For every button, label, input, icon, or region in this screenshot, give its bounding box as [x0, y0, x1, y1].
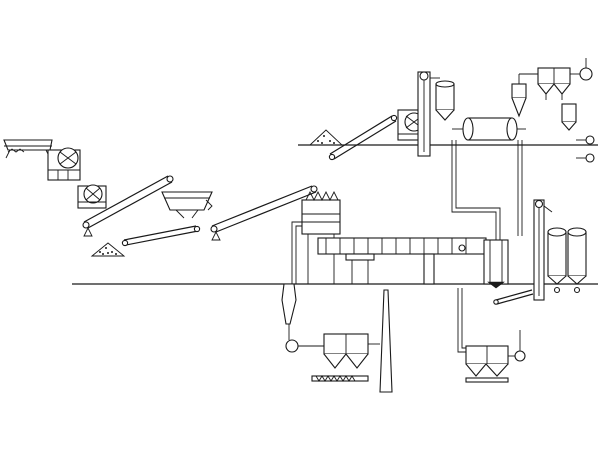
feeder-icon — [3, 139, 53, 159]
rotary-kiln-icon — [317, 237, 487, 285]
screw-conveyor-icon — [311, 375, 369, 382]
vibrating-screen-icon — [161, 191, 213, 219]
storage-silo-icon — [567, 227, 587, 294]
jaw-crusher-icon — [47, 147, 81, 181]
belt-conveyor-icon — [121, 225, 201, 247]
fan-icon — [570, 58, 593, 81]
fan-icon — [576, 135, 595, 163]
belt-conveyor-icon — [210, 185, 318, 241]
storage-silo-icon — [547, 227, 567, 294]
belt-conveyor-icon — [82, 175, 174, 237]
connecting-pipes — [451, 140, 523, 240]
material-pile-icon — [90, 242, 126, 257]
ball-mill-icon — [452, 117, 526, 141]
storage-bin-icon — [561, 103, 577, 131]
fan-icon — [285, 339, 324, 353]
dust-collector-icon — [519, 67, 571, 100]
pipe-to-dust-collector — [457, 288, 466, 353]
jaw-crusher-icon — [77, 184, 107, 209]
bucket-elevator-icon — [533, 199, 553, 301]
bucket-elevator-icon — [417, 71, 440, 157]
material-pile-icon — [308, 129, 344, 146]
belt-conveyor-icon — [493, 289, 534, 305]
fan-icon — [508, 330, 526, 362]
storage-bin-icon — [435, 80, 455, 121]
dust-collector-icon — [323, 333, 380, 369]
chimney-icon — [379, 289, 393, 393]
belt-conveyor-icon — [328, 114, 398, 161]
return-pipe — [291, 221, 302, 284]
preheater-icon — [301, 190, 341, 284]
cyclone-icon — [511, 74, 527, 118]
dust-collector-icon — [465, 345, 509, 377]
screw-conveyor-icon — [465, 377, 509, 383]
cooler-icon — [483, 239, 509, 289]
cyclone-icon — [281, 283, 297, 340]
